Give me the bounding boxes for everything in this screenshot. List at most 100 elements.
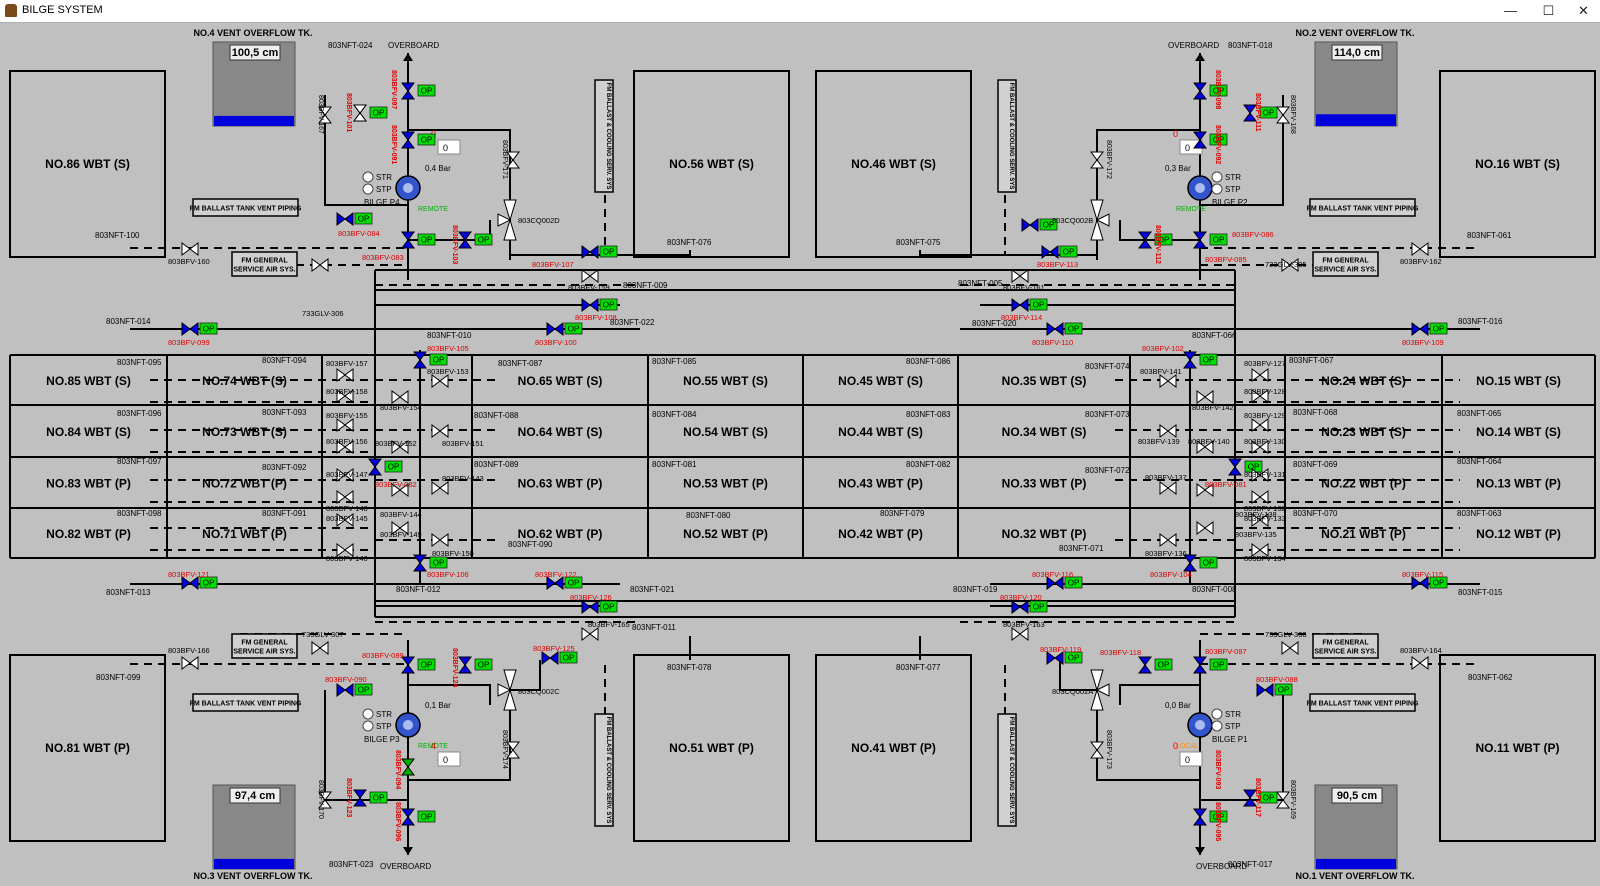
valve-open[interactable]: OP [181, 322, 218, 336]
maximize-button[interactable]: ☐ [1542, 3, 1555, 18]
valve-open[interactable]: OP [1243, 789, 1278, 807]
valve-open[interactable]: OP [1011, 298, 1048, 312]
tank-cell[interactable]: NO.13 WBT (P) [1442, 457, 1595, 508]
tank-cell[interactable]: NO.32 WBT (P) [958, 508, 1130, 558]
tank-cell[interactable]: NO.44 WBT (S) [803, 405, 958, 457]
tank-cell[interactable]: NO.15 WBT (S) [1442, 355, 1595, 405]
valve-closed[interactable] [1090, 151, 1104, 169]
valve-open[interactable]: OP [1046, 322, 1083, 336]
tank-cell[interactable]: NO.45 WBT (S) [803, 355, 958, 405]
valve-closed[interactable] [1196, 521, 1214, 535]
valve-closed[interactable] [1196, 390, 1214, 404]
valve-open[interactable]: OP [458, 656, 493, 674]
valve-closed[interactable] [336, 468, 354, 482]
valve-open[interactable]: OP [336, 212, 373, 226]
start-radio[interactable] [1211, 708, 1223, 720]
valve-closed[interactable] [1281, 641, 1299, 655]
valve-open[interactable]: OP [353, 789, 388, 807]
valve-closed[interactable] [336, 368, 354, 382]
stop-radio[interactable] [362, 720, 374, 732]
setpoint-input[interactable] [437, 139, 461, 155]
setpoint-input[interactable] [1179, 751, 1203, 767]
valve-closed[interactable] [336, 543, 354, 557]
valve-closed[interactable] [1011, 627, 1029, 641]
valve-open[interactable]: OP [546, 322, 583, 336]
valve-closed[interactable] [353, 104, 367, 122]
tank-cell[interactable]: NO.63 WBT (P) [472, 457, 648, 508]
tank-cell[interactable]: NO.85 WBT (S) [10, 355, 167, 405]
valve-open[interactable]: OP [401, 131, 436, 149]
tank-cell[interactable]: NO.23 WBT (S) [1285, 405, 1442, 457]
valve-closed[interactable] [1276, 106, 1290, 124]
control-valve[interactable] [497, 199, 517, 241]
valve-closed[interactable] [581, 269, 599, 283]
valve-open[interactable]: OP [546, 576, 583, 590]
valve-closed[interactable] [1159, 374, 1177, 388]
tank-cell[interactable]: NO.65 WBT (S) [472, 355, 648, 405]
tank-cell[interactable]: NO.52 WBT (P) [648, 508, 803, 558]
tank-cell[interactable]: NO.22 WBT (P) [1285, 457, 1442, 508]
start-radio[interactable] [362, 708, 374, 720]
tank[interactable]: NO.11 WBT (P) [1439, 654, 1596, 842]
valve-closed[interactable] [1011, 269, 1029, 283]
valve-closed[interactable] [1159, 424, 1177, 438]
valve-open[interactable]: OP [581, 245, 618, 259]
valve-open[interactable]: OP [181, 576, 218, 590]
valve-open[interactable]: OP [401, 656, 436, 674]
valve-open[interactable]: OP [413, 351, 448, 369]
tank-cell[interactable]: NO.53 WBT (P) [648, 457, 803, 508]
tank-cell[interactable]: NO.43 WBT (P) [803, 457, 958, 508]
valve-closed[interactable] [391, 521, 409, 535]
valve-open[interactable]: OP [413, 554, 448, 572]
valve-closed[interactable] [1251, 368, 1269, 382]
valve-closed[interactable] [431, 481, 449, 495]
tank-cell[interactable]: NO.54 WBT (S) [648, 405, 803, 457]
valve-open[interactable]: OP [1011, 600, 1048, 614]
valve-closed[interactable] [1281, 258, 1299, 272]
valve-closed[interactable] [431, 424, 449, 438]
valve-closed[interactable] [1411, 656, 1429, 670]
tank[interactable]: NO.81 WBT (P) [9, 654, 166, 842]
valve-closed[interactable] [1251, 468, 1269, 482]
valve-open[interactable]: OP [368, 458, 403, 476]
tank-cell[interactable]: NO.82 WBT (P) [10, 508, 167, 558]
valve-open[interactable]: OP [581, 298, 618, 312]
valve-closed[interactable] [506, 741, 520, 759]
tank[interactable]: NO.46 WBT (S) [815, 70, 972, 258]
valve-closed[interactable] [1196, 483, 1214, 497]
valve-open[interactable]: OP [1256, 683, 1293, 697]
minimize-button[interactable]: — [1504, 3, 1517, 18]
valve-open[interactable]: OP [1183, 554, 1218, 572]
valve-closed[interactable] [336, 440, 354, 454]
valve-closed[interactable] [1251, 490, 1269, 504]
valve-open[interactable]: OP [1193, 231, 1228, 249]
valve-open[interactable]: OP [1138, 231, 1173, 249]
tank-cell[interactable]: NO.73 WBT (S) [167, 405, 322, 457]
tank-cell[interactable]: NO.71 WBT (P) [167, 508, 322, 558]
valve-open[interactable]: OP [1041, 245, 1078, 259]
stop-radio[interactable] [1211, 720, 1223, 732]
control-valve[interactable] [1090, 669, 1110, 711]
valve-closed[interactable] [581, 627, 599, 641]
valve-open[interactable]: OP [1193, 656, 1228, 674]
valve-closed[interactable] [1251, 418, 1269, 432]
valve-closed[interactable] [1090, 741, 1104, 759]
tank-cell[interactable]: NO.83 WBT (P) [10, 457, 167, 508]
valve-open[interactable]: OP [1138, 656, 1173, 674]
tank[interactable]: NO.16 WBT (S) [1439, 70, 1596, 258]
tank[interactable]: NO.86 WBT (S) [9, 70, 166, 258]
setpoint-input[interactable] [437, 751, 461, 767]
tank-cell[interactable]: NO.34 WBT (S) [958, 405, 1130, 457]
tank-cell[interactable]: NO.55 WBT (S) [648, 355, 803, 405]
valve-open[interactable]: OP [1183, 351, 1218, 369]
valve-closed[interactable] [318, 106, 332, 124]
valve-closed[interactable] [181, 656, 199, 670]
valve-closed[interactable] [311, 258, 329, 272]
tank[interactable]: NO.56 WBT (S) [633, 70, 790, 258]
valve-closed[interactable] [1159, 481, 1177, 495]
valve-open[interactable]: OP [1193, 131, 1228, 149]
tank-cell[interactable]: NO.64 WBT (S) [472, 405, 648, 457]
tank[interactable]: NO.41 WBT (P) [815, 654, 972, 842]
